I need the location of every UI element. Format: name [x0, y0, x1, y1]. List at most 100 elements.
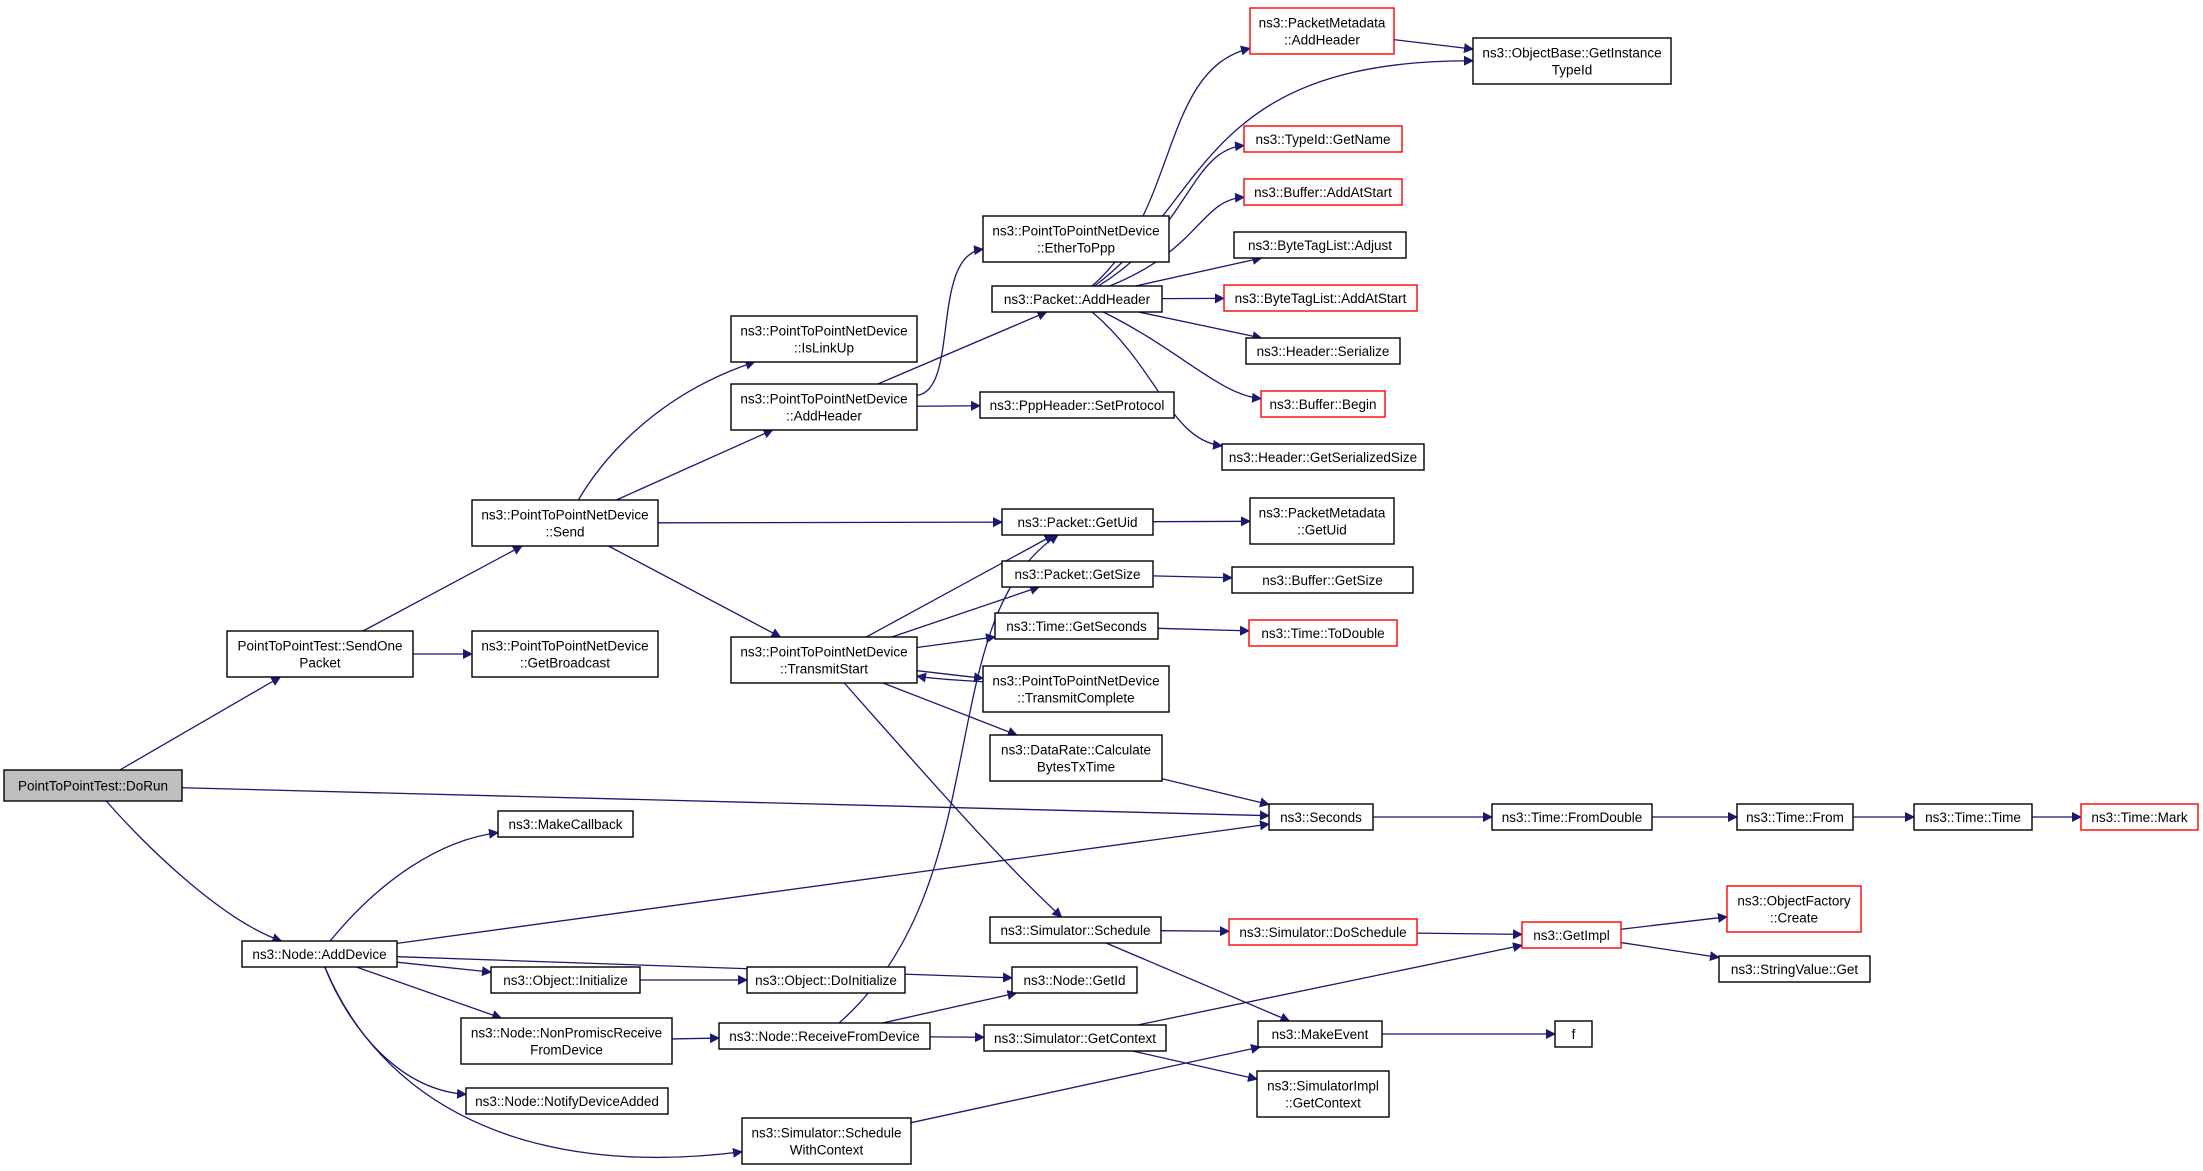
node-label: ns3::Node::AddDevice: [252, 947, 386, 962]
node-notifyadded[interactable]: ns3::Node::NotifyDeviceAdded: [465, 1087, 669, 1115]
node-label: ns3::Packet::AddHeader: [1004, 292, 1151, 307]
node-seconds[interactable]: ns3::Seconds: [1268, 803, 1374, 831]
edge-pktaddheader-to-btladjust: [1135, 255, 1263, 287]
node-f[interactable]: f: [1554, 1020, 1593, 1048]
node-label: ns3::StringValue::Get: [1731, 962, 1859, 977]
node-hdrgetsize[interactable]: ns3::Header::GetSerializedSize: [1221, 443, 1425, 471]
node-box: [730, 636, 918, 684]
node-pppsetproto[interactable]: ns3::PppHeader::SetProtocol: [979, 391, 1175, 419]
node-objfactcreate[interactable]: ns3::ObjectFactory::Create: [1726, 885, 1862, 933]
node-strvalget[interactable]: ns3::StringValue::Get: [1718, 955, 1871, 983]
node-box: [1249, 7, 1395, 55]
node-box: [1233, 231, 1407, 259]
node-label: ns3::Time::FromDouble: [1502, 810, 1643, 825]
node-timefromdouble[interactable]: ns3::Time::FromDouble: [1491, 803, 1653, 831]
edge-simgetctx-to-simimplgetctx: [1132, 1050, 1258, 1082]
node-label: FromDevice: [530, 1043, 603, 1058]
node-timetodouble[interactable]: ns3::Time::ToDouble: [1248, 619, 1398, 647]
node-box: [460, 1017, 673, 1065]
node-btladjust[interactable]: ns3::ByteTagList::Adjust: [1233, 231, 1407, 259]
node-box: [3, 769, 183, 802]
node-label: ns3::Node::NonPromiscReceive: [471, 1026, 662, 1041]
node-label: ns3::Object::DoInitialize: [755, 973, 897, 988]
edge-transmitstart-to-transmitcomplete: [916, 670, 984, 683]
node-getbroadcast[interactable]: ns3::PointToPointNetDevice::GetBroadcast: [471, 630, 659, 678]
node-label: ns3::ObjectBase::GetInstance: [1482, 46, 1661, 61]
node-label: WithContext: [790, 1143, 864, 1158]
node-objinit[interactable]: ns3::Object::Initialize: [490, 966, 641, 994]
node-label: ns3::Buffer::Begin: [1269, 397, 1376, 412]
node-box: [1243, 178, 1403, 206]
node-getuid[interactable]: ns3::Packet::GetUid: [1001, 508, 1154, 536]
node-label: ns3::MakeCallback: [508, 817, 622, 832]
node-transmitcomplete[interactable]: ns3::PointToPointNetDevice::TransmitComp…: [982, 665, 1170, 713]
node-getimpl[interactable]: ns3::GetImpl: [1521, 921, 1622, 949]
node-box: [994, 612, 1159, 640]
edge-transmitstart-to-calcbytes: [882, 682, 1018, 737]
node-bufaddatstart[interactable]: ns3::Buffer::AddAtStart: [1243, 178, 1403, 206]
node-box: [1011, 966, 1138, 994]
node-makeevent[interactable]: ns3::MakeEvent: [1257, 1020, 1383, 1048]
node-box: [991, 285, 1163, 313]
node-timemark[interactable]: ns3::Time::Mark: [2080, 803, 2199, 831]
node-simimplgetctx[interactable]: ns3::SimulatorImpl::GetContext: [1256, 1070, 1390, 1118]
node-simschedule[interactable]: ns3::Simulator::Schedule: [989, 916, 1162, 944]
node-label: TypeId: [1552, 63, 1593, 78]
node-box: [1260, 390, 1386, 418]
node-nodegetid[interactable]: ns3::Node::GetId: [1011, 966, 1138, 994]
node-dorun[interactable]: PointToPointTest::DoRun: [3, 769, 183, 802]
node-box: [1554, 1020, 1593, 1048]
node-transmitstart[interactable]: ns3::PointToPointNetDevice::TransmitStar…: [730, 636, 918, 684]
node-hdrserialize[interactable]: ns3::Header::Serialize: [1245, 337, 1401, 365]
edge-nonpromisc-to-receivefromdevice: [671, 1033, 720, 1044]
node-box: [1257, 1020, 1383, 1048]
node-getseconds[interactable]: ns3::Time::GetSeconds: [994, 612, 1159, 640]
node-makecallback[interactable]: ns3::MakeCallback: [497, 810, 634, 838]
node-label: ns3::Node::ReceiveFromDevice: [729, 1029, 920, 1044]
node-label: ns3::Seconds: [1280, 810, 1362, 825]
node-box: [1521, 921, 1622, 949]
node-label: ns3::Object::Initialize: [503, 973, 628, 988]
node-box: [471, 630, 659, 678]
node-timetime[interactable]: ns3::Time::Time: [1913, 803, 2033, 831]
node-p2psend[interactable]: ns3::PointToPointNetDevice::Send: [471, 499, 659, 547]
edge-getimpl-to-strvalget: [1620, 941, 1720, 962]
node-pmgetuid[interactable]: ns3::PacketMetadata::GetUid: [1249, 497, 1395, 545]
node-box: [746, 966, 906, 994]
node-getsize[interactable]: ns3::Packet::GetSize: [1001, 560, 1154, 588]
node-ethertoppp[interactable]: ns3::PointToPointNetDevice::EtherToPpp: [982, 215, 1170, 263]
node-timefrom[interactable]: ns3::Time::From: [1736, 803, 1854, 831]
node-objdoinit[interactable]: ns3::Object::DoInitialize: [746, 966, 906, 994]
node-simdoschedule[interactable]: ns3::Simulator::DoSchedule: [1228, 918, 1418, 946]
edge-adddevice-to-nonpromisc: [356, 966, 503, 1020]
node-simgetctx[interactable]: ns3::Simulator::GetContext: [983, 1024, 1167, 1052]
node-box: [1256, 1070, 1390, 1118]
edge-transmitstart-to-simschedule: [843, 682, 1063, 918]
edge-pktaddheader-to-bufaddatstart: [1109, 192, 1245, 287]
node-pktaddheader[interactable]: ns3::Packet::AddHeader: [991, 285, 1163, 313]
node-bufbegin[interactable]: ns3::Buffer::Begin: [1260, 390, 1386, 418]
edge-simschedule-to-makeevent: [1105, 942, 1291, 1023]
node-box: [1472, 37, 1672, 85]
node-label: ns3::Header::Serialize: [1257, 344, 1390, 359]
node-pmaddheader[interactable]: ns3::PacketMetadata::AddHeader: [1249, 7, 1395, 55]
node-adddevice[interactable]: ns3::Node::AddDevice: [241, 940, 398, 968]
node-box: [241, 940, 398, 968]
node-box: [718, 1022, 931, 1050]
node-receivefromdevice[interactable]: ns3::Node::ReceiveFromDevice: [718, 1022, 931, 1050]
node-btladdatstart[interactable]: ns3::ByteTagList::AddAtStart: [1223, 284, 1418, 312]
node-box: [1223, 284, 1418, 312]
edge-getsize-to-bufgetsize: [1152, 572, 1233, 583]
node-bufgetsize[interactable]: ns3::Buffer::GetSize: [1231, 566, 1414, 594]
nodes: PointToPointTest::DoRun PointToPointTest:…: [3, 7, 2199, 1165]
node-p2paddheader[interactable]: ns3::PointToPointNetDevice::AddHeader: [730, 383, 918, 431]
node-islinkup[interactable]: ns3::PointToPointNetDevice::IsLinkUp: [730, 315, 918, 363]
edge-p2psend-to-p2paddheader: [616, 429, 774, 501]
node-typeidgetname[interactable]: ns3::TypeId::GetName: [1243, 125, 1403, 153]
node-box: [741, 1117, 912, 1165]
